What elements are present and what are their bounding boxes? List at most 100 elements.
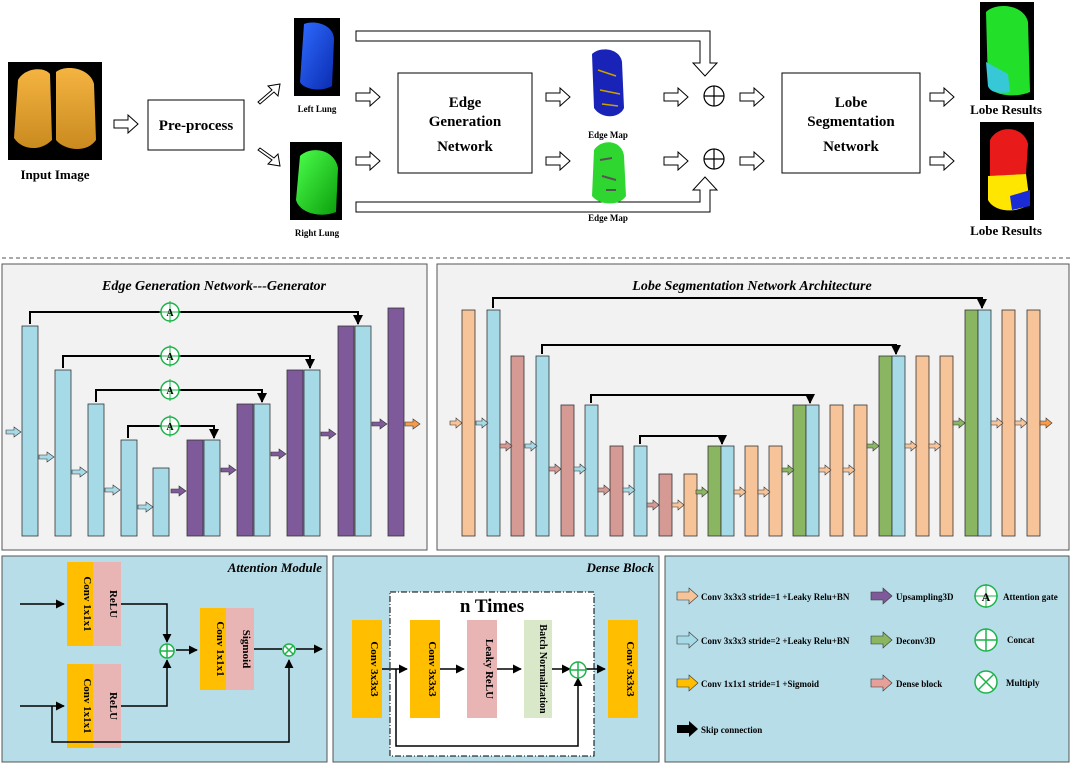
lobe-peach-2 [683, 473, 698, 537]
lobe-blue-7 [891, 355, 906, 537]
gen-dec-purple-4 [337, 325, 355, 537]
attention-title: Attention Module [227, 560, 322, 575]
edge-map-bottom-label: Edge Map [588, 213, 628, 223]
dense-title: Dense Block [585, 560, 654, 575]
dense-wires [382, 664, 606, 747]
svg-text:Conv 3x3x3 stride=2 +Leaky Rel: Conv 3x3x3 stride=2 +Leaky Relu+BN [701, 636, 850, 646]
attention-gate-icon-3: A [159, 379, 181, 401]
lobe-blue-4 [633, 445, 648, 537]
attention-multiply-icon [282, 643, 296, 657]
lobe-peach-3 [744, 445, 759, 537]
svg-text:Upsampling3D: Upsampling3D [896, 592, 954, 602]
lobe-pink-1 [510, 355, 525, 537]
arrow-preprocess-right [257, 147, 281, 167]
legend-item-skip: Skip connection [677, 721, 762, 737]
att-conv-2 [67, 664, 93, 748]
generator-attention-gates: A A A A [159, 301, 181, 437]
legend-item-upsampling: Upsampling3D [870, 587, 954, 605]
att-conv-3 [200, 608, 226, 690]
gen-dec-purple-2 [236, 403, 254, 537]
lobe-peach-9 [1001, 309, 1016, 537]
arrow-edge-concat-bottom [663, 150, 689, 172]
dense-bn-label: Batch Normalization [537, 624, 548, 714]
generator-flow-arrows [5, 418, 421, 513]
dense-conv-inner [410, 620, 440, 718]
legend-item-conv-s1: Conv 3x3x3 stride=1 +Leaky Relu+BN [676, 587, 850, 605]
edge-map-bottom-image [592, 142, 626, 204]
svg-text:Conv 3x3x3 stride=1 +Leaky Rel: Conv 3x3x3 stride=1 +Leaky Relu+BN [701, 592, 850, 602]
concat-symbols [703, 85, 725, 170]
att-relu-1 [93, 562, 121, 646]
dense-leaky [467, 620, 497, 718]
hollow-arrows [113, 30, 955, 213]
dense-leaky-label: Leaky ReLU [483, 639, 495, 699]
svg-text:A: A [166, 308, 174, 319]
att-conv-1-label: Conv 1x1x1 [81, 576, 93, 631]
egn-line-3: Network [437, 139, 493, 155]
lobe-blue-1 [486, 309, 501, 537]
lobe-pink-2 [560, 404, 575, 537]
legend-item-deconv: Deconv3D [870, 631, 936, 649]
att-sigmoid-label: Sigmoid [240, 630, 252, 669]
att-relu-1-label: ReLU [107, 590, 119, 618]
left-lung-label: Left Lung [298, 104, 337, 114]
lobe-green-2 [792, 404, 807, 537]
right-lung-label: Right Lung [295, 228, 340, 238]
bypass-arrow-top [355, 30, 719, 77]
lobe-title: Lobe Segmentation Network Architecture [631, 279, 871, 294]
arrow-egn-edge-top [545, 86, 571, 108]
legend-item-multiply: Multiply [974, 670, 1040, 694]
gen-enc-block-5 [152, 467, 170, 537]
dense-panel: Dense Block n Times Conv 3x3x3 Conv 3x3x… [332, 555, 660, 763]
lobe-blue-8 [977, 309, 992, 537]
gen-dec-blue-2 [253, 403, 271, 537]
svg-text:A: A [982, 590, 991, 604]
lobe-result-top-image [980, 2, 1034, 100]
lobe-peach-4 [768, 445, 783, 537]
egn-box [397, 72, 533, 174]
lobe-pink-3 [609, 445, 624, 537]
gen-dec-blue-3 [303, 369, 321, 537]
arrow-concat-lsn-top [739, 86, 765, 108]
att-sigmoid [226, 608, 254, 690]
egn-line-1: Edge [449, 95, 482, 111]
svg-text:Skip connection: Skip connection [701, 725, 762, 735]
att-conv-3-label: Conv 1x1x1 [214, 621, 226, 676]
legend-item-conv-sigmoid: Conv 1x1x1 stride=1 +Sigmoid [676, 674, 819, 692]
gen-enc-block-1 [21, 325, 39, 537]
svg-text:A: A [166, 352, 174, 363]
arrow-egn-edge-bottom [545, 150, 571, 172]
gen-enc-block-2 [54, 369, 72, 537]
lobe-blue-6 [805, 404, 820, 537]
attention-gate-icon-1: A [159, 301, 181, 323]
svg-text:A: A [166, 386, 174, 397]
pipeline-section: Input Image Pre-process [8, 2, 1042, 238]
gen-dec-blue-4 [354, 325, 372, 537]
lobe-peach-10 [1026, 309, 1041, 537]
svg-text:A: A [166, 422, 174, 433]
edge-map-top-image [592, 49, 624, 117]
lobe-blocks [461, 309, 1041, 537]
gen-dec-blue-1 [203, 439, 221, 537]
dense-conv-out [608, 620, 638, 718]
arrow-lsn-result-bottom [929, 150, 955, 172]
attention-gate-icon-4: A [159, 415, 181, 437]
att-relu-2-label: ReLU [107, 692, 119, 720]
svg-text:Conv 1x1x1 stride=1 +Sigmoid: Conv 1x1x1 stride=1 +Sigmoid [701, 679, 819, 689]
lobe-results-top-label: Lobe Results [970, 102, 1042, 117]
legend-item-attention-gate: A Attention gate [974, 584, 1058, 608]
dense-bn [524, 620, 552, 718]
gen-enc-block-4 [120, 439, 138, 537]
bypass-arrow-bottom [355, 176, 719, 213]
dense-concat-icon [569, 661, 587, 679]
arrow-left-egn [355, 86, 381, 108]
lobe-flow-arrows [449, 417, 1053, 511]
lobe-panel: Lobe Segmentation Network Architecture [436, 263, 1070, 551]
attention-panel: Attention Module Conv 1x1x1 ReLU Conv 1x… [1, 555, 328, 763]
lobe-pink-4 [658, 473, 673, 537]
lobe-skips [492, 297, 987, 445]
svg-text:Multiply: Multiply [1006, 678, 1040, 688]
lobe-green-4 [964, 309, 979, 537]
dense-conv-in [352, 620, 382, 718]
lobe-blue-2 [535, 355, 550, 537]
